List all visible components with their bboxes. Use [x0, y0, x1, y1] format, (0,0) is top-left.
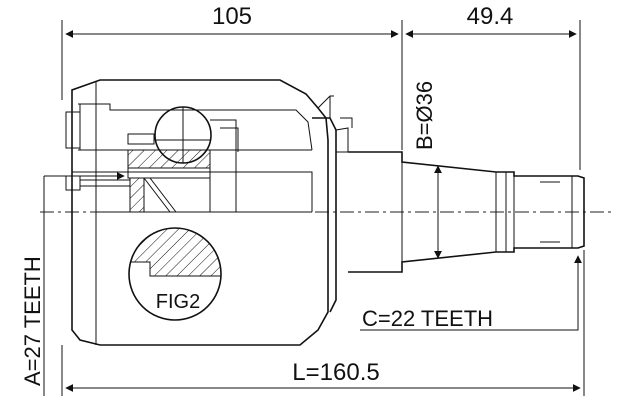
dimension-105-label: 105	[212, 3, 252, 30]
dimension-49-4-label: 49.4	[467, 3, 514, 30]
stub-shaft	[348, 151, 585, 273]
spline-c-callout: C=22 TEETH	[360, 255, 582, 331]
dimension-49-4: 49.4	[405, 3, 581, 170]
dimension-overall-length: L=160.5	[61, 250, 585, 396]
dimension-shaft-diameter: B=Ø36	[412, 81, 442, 259]
dimension-105: 105	[61, 3, 403, 150]
spline-a-label: A=27 TEETH	[20, 256, 45, 386]
fig2-detail: FIG2	[128, 227, 222, 321]
spline-c-label: C=22 TEETH	[362, 306, 493, 331]
tripod-spider	[96, 106, 312, 213]
fig2-label: FIG2	[156, 291, 200, 313]
spline-a-dimension: A=27 TEETH	[20, 172, 125, 396]
shaft-diameter-label: B=Ø36	[412, 81, 437, 150]
overall-length-label: L=160.5	[292, 359, 379, 386]
